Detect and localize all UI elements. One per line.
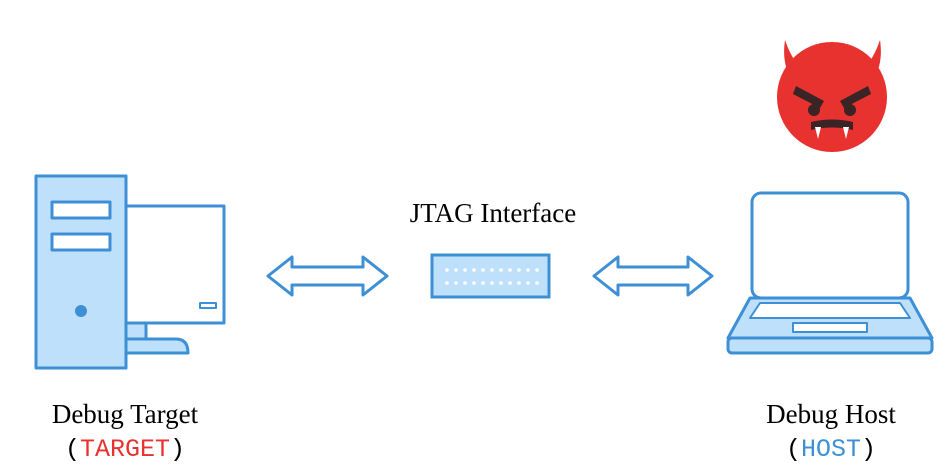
jtag-interface-label: JTAG Interface [410, 198, 577, 228]
double-arrow-icon-left [266, 255, 389, 297]
desktop-computer-icon [34, 174, 226, 370]
debug-target-open-paren: ( [64, 435, 80, 464]
devil-face-icon [777, 40, 887, 152]
debug-target-name: TARGET [79, 435, 170, 464]
debug-target-id: (TARGET) [0, 435, 250, 465]
double-arrow-icon-right [592, 255, 714, 297]
debug-host-open-paren: ( [785, 435, 801, 464]
debug-target-close-paren: ) [170, 435, 186, 464]
debug-host-label: Debug Host [766, 399, 896, 429]
debug-host-name: HOST [800, 435, 861, 464]
debug-target-label: Debug Target [51, 399, 199, 429]
debug-host-close-paren: ) [861, 435, 877, 464]
laptop-icon [726, 191, 934, 355]
debug-host-id: (HOST) [706, 435, 951, 465]
jtag-interface-icon [430, 253, 551, 299]
